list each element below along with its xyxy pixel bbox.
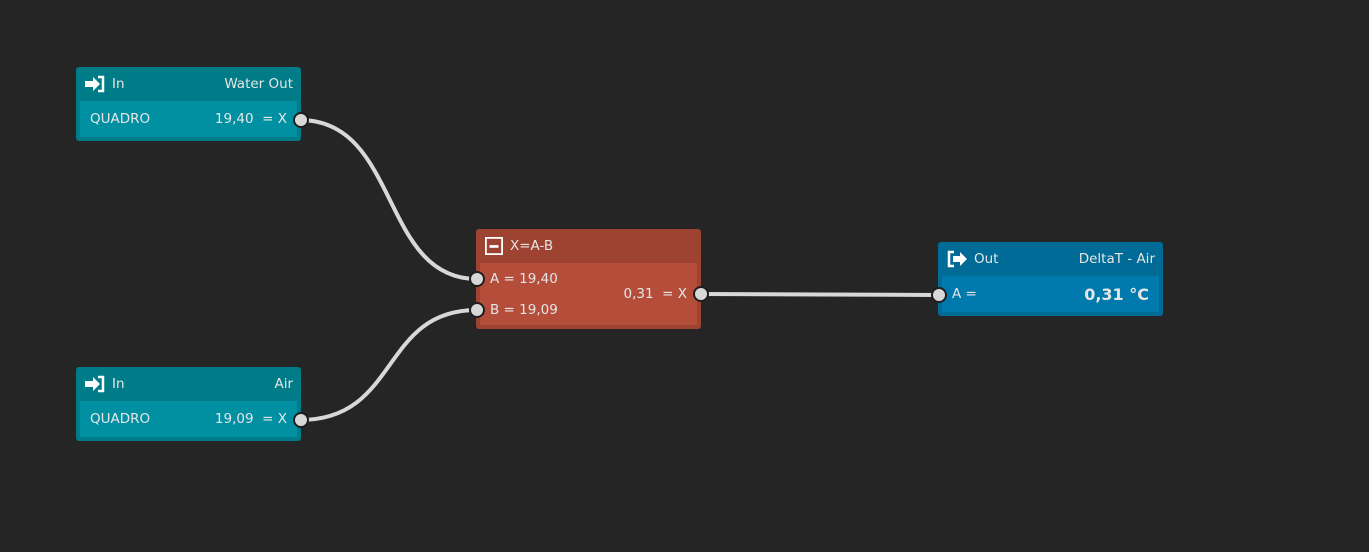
node-type: In	[112, 376, 125, 392]
input-port[interactable]	[931, 287, 947, 303]
node-type: In	[112, 76, 125, 92]
wire-in2-to-b	[299, 308, 478, 422]
input-node-air[interactable]: In Air QUADRO 19,09 = X	[76, 367, 309, 441]
input-label: A =	[952, 286, 977, 302]
sign-out-icon	[947, 250, 967, 268]
output-label: = X	[662, 286, 687, 302]
source-label: QUADRO	[90, 111, 151, 127]
node-title: X=A-B	[510, 238, 554, 254]
node-name: Water Out	[224, 76, 293, 92]
input-port-a[interactable]	[469, 271, 485, 287]
sign-in-icon	[85, 375, 105, 393]
output-node-deltat-air[interactable]: Out DeltaT - Air A = 0,31 °C	[931, 242, 1163, 316]
input-port-b[interactable]	[469, 302, 485, 318]
output-label: = X	[262, 111, 287, 127]
wire-math-to-out	[699, 292, 940, 297]
source-label: QUADRO	[90, 411, 151, 427]
math-node-subtract[interactable]: X=A-B A = 19,40 B = 19,09 0,31 = X	[469, 229, 709, 329]
node-name: DeltaT - Air	[1078, 251, 1155, 267]
node-name: Air	[274, 376, 293, 392]
output-port[interactable]	[293, 112, 309, 128]
result-value: 0,31	[623, 286, 654, 302]
value: 19,09	[214, 411, 254, 427]
input-node-water-out[interactable]: In Water Out QUADRO 19,40 = X	[76, 67, 309, 141]
output-port[interactable]	[693, 286, 709, 302]
output-value: 0,31 °C	[1084, 284, 1149, 304]
output-label: = X	[262, 411, 287, 427]
output-port[interactable]	[293, 412, 309, 428]
node-type: Out	[974, 251, 999, 267]
input-b-label: B = 19,09	[490, 302, 558, 318]
sign-in-icon	[85, 75, 105, 93]
minus-square-icon	[485, 237, 503, 255]
wire-in1-to-a	[299, 118, 478, 281]
input-a-label: A = 19,40	[490, 271, 558, 287]
value: 19,40	[214, 111, 254, 127]
